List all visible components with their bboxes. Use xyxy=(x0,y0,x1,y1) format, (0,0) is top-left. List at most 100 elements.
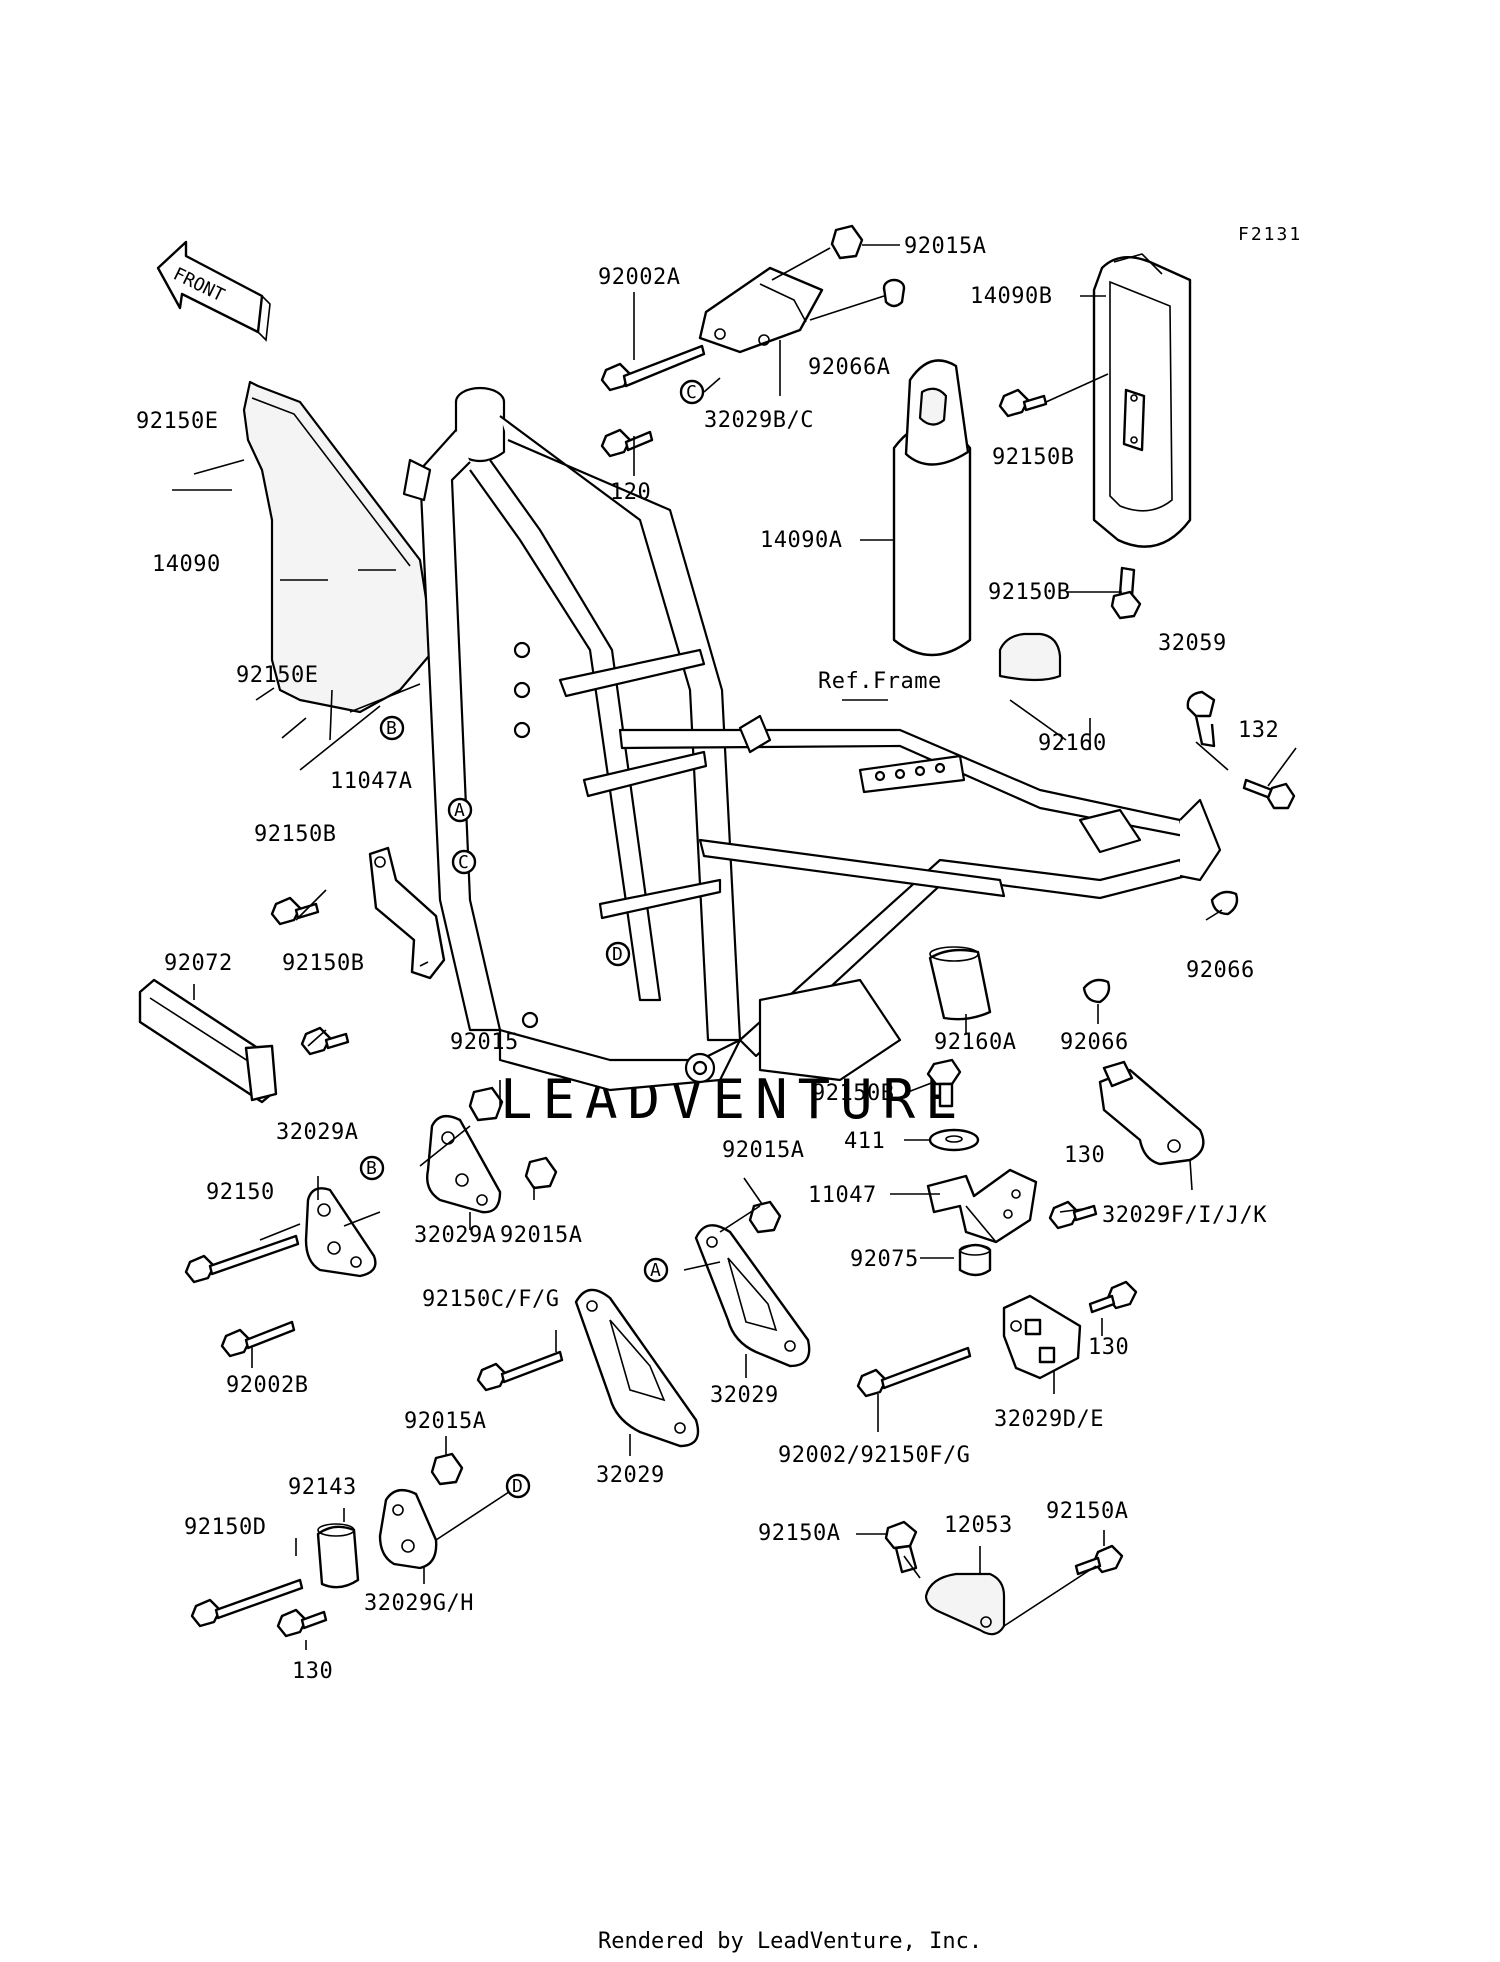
callout-B1: B xyxy=(379,715,405,741)
bolt-130-lower xyxy=(276,1608,328,1638)
bolt-92150a-left xyxy=(884,1520,918,1574)
clamp-32059 xyxy=(1186,690,1216,748)
footer-credit: Rendered by LeadVenture, Inc. xyxy=(598,1929,982,1954)
part-label-32059: 32059 xyxy=(1158,631,1227,656)
part-label-32029-rear: 32029 xyxy=(710,1383,779,1408)
part-label-ref-frame: Ref.Frame xyxy=(818,669,942,694)
bolt-130-upper xyxy=(1048,1200,1098,1230)
bolt-92002b xyxy=(220,1320,296,1358)
part-label-130-lower: 130 xyxy=(292,1659,333,1684)
bolt-92150b-right-upper xyxy=(998,388,1048,418)
callout-letter: B xyxy=(386,718,397,739)
bracket-32029a-rear xyxy=(426,1114,502,1214)
part-label-92150a-right: 92150A xyxy=(1046,1499,1128,1524)
motorcycle-frame xyxy=(402,386,1222,1092)
part-label-130-upper: 130 xyxy=(1064,1143,1105,1168)
part-label-92066a: 92066A xyxy=(808,355,890,380)
part-label-92015a-right: 92015A xyxy=(722,1138,804,1163)
rear-guard-14090b xyxy=(1092,253,1192,548)
part-label-32029a-bottom: 32029A xyxy=(414,1223,496,1248)
part-label-14090a: 14090A xyxy=(760,528,842,553)
callout-C2: C xyxy=(679,379,705,405)
front-arrow-icon: FRONT xyxy=(156,240,271,342)
part-label-92015: 92015 xyxy=(450,1030,519,1055)
callout-letter: C xyxy=(458,852,469,873)
bolt-92150b-left-1 xyxy=(270,896,320,926)
bracket-32029bc xyxy=(698,266,824,354)
callout-letter: A xyxy=(454,800,465,821)
part-label-92150a-left: 92150A xyxy=(758,1521,840,1546)
part-label-92150cfg: 92150C/F/G xyxy=(422,1287,559,1312)
part-label-32029a-top: 32029A xyxy=(276,1120,358,1145)
bolt-92150b-left-2 xyxy=(300,1026,350,1056)
part-label-92150b-right-lower: 92150B xyxy=(988,580,1070,605)
callout-D1: D xyxy=(605,941,631,967)
collar-92066a xyxy=(882,278,906,308)
part-label-11047a: 11047A xyxy=(330,769,412,794)
part-label-92150d: 92150D xyxy=(184,1515,266,1540)
part-label-92075: 92075 xyxy=(850,1247,919,1272)
part-label-92150b-right-upper: 92150B xyxy=(992,445,1074,470)
part-label-92160a: 92160A xyxy=(934,1030,1016,1055)
part-label-92150b-left-1: 92150B xyxy=(254,822,336,847)
leader-lines xyxy=(172,244,1297,1650)
bracket-32029fijk xyxy=(1098,1060,1205,1166)
part-label-92150e-top: 92150E xyxy=(136,409,218,434)
bracket-32029de xyxy=(1002,1294,1082,1380)
rubber-92075 xyxy=(958,1243,992,1277)
nut-92015 xyxy=(468,1086,504,1122)
washer-411 xyxy=(928,1128,980,1152)
part-label-92150b-center: 92150B xyxy=(812,1081,894,1106)
part-label-92015a-top: 92015A xyxy=(904,234,986,259)
bolt-92002-92150fg xyxy=(856,1346,972,1398)
bolt-92002a xyxy=(600,344,706,392)
bracket-32029gh xyxy=(378,1488,438,1570)
callout-letter: B xyxy=(366,1158,377,1179)
part-label-32029de: 32029D/E xyxy=(994,1407,1104,1432)
part-label-92002-92150fg: 92002/92150F/G xyxy=(778,1443,970,1468)
callout-B2: B xyxy=(359,1155,385,1181)
plate-12053 xyxy=(924,1572,1006,1636)
callout-letter: C xyxy=(686,382,697,403)
part-label-92066-center: 92066 xyxy=(1060,1030,1129,1055)
bracket-32029-front xyxy=(574,1288,700,1448)
bolt-92150d xyxy=(190,1578,304,1628)
side-cover-14090 xyxy=(242,380,436,714)
part-label-132: 132 xyxy=(1238,718,1279,743)
part-label-92002a: 92002A xyxy=(598,265,680,290)
part-label-130-right: 130 xyxy=(1088,1335,1129,1360)
part-label-92072: 92072 xyxy=(164,951,233,976)
bolt-92150b-center xyxy=(926,1058,962,1108)
part-label-92015a-low: 92015A xyxy=(404,1409,486,1434)
part-label-32029gh: 32029G/H xyxy=(364,1591,474,1616)
part-label-92160: 92160 xyxy=(1038,731,1107,756)
bolt-92150a-right xyxy=(1074,1544,1124,1576)
part-label-11047: 11047 xyxy=(808,1183,877,1208)
part-label-120: 120 xyxy=(610,480,651,505)
part-label-92150b-left-2: 92150B xyxy=(282,951,364,976)
collar-92143 xyxy=(316,1523,360,1589)
part-label-32029fijk: 32029F/I/J/K xyxy=(1102,1203,1267,1228)
bracket-11047a xyxy=(368,846,446,980)
nut-92015a-mid xyxy=(524,1156,558,1190)
nut-92015a-top xyxy=(830,224,864,260)
bolt-132 xyxy=(1242,778,1296,810)
bracket-11047 xyxy=(926,1168,1038,1244)
part-label-92002b: 92002B xyxy=(226,1373,308,1398)
nut-92015a-right xyxy=(748,1200,782,1234)
part-label-92015a-mid: 92015A xyxy=(500,1223,582,1248)
part-label-32029-front: 32029 xyxy=(596,1463,665,1488)
part-label-14090: 14090 xyxy=(152,552,221,577)
part-label-32029bc: 32029B/C xyxy=(704,408,814,433)
bracket-32029-rear xyxy=(694,1224,811,1368)
part-labels: 92015A 92002A 92066A 32029B/C 120 14090B… xyxy=(136,234,1279,1684)
nut-92015a-low xyxy=(430,1452,464,1486)
callout-D2: D xyxy=(505,1473,531,1499)
cap-92066-center xyxy=(1082,978,1111,1004)
figure-code: F2131 xyxy=(1238,224,1302,245)
bolt-120 xyxy=(600,428,654,458)
cap-92066-right xyxy=(1210,890,1239,916)
part-label-14090b: 14090B xyxy=(970,284,1052,309)
part-label-92150e-bottom: 92150E xyxy=(236,663,318,688)
